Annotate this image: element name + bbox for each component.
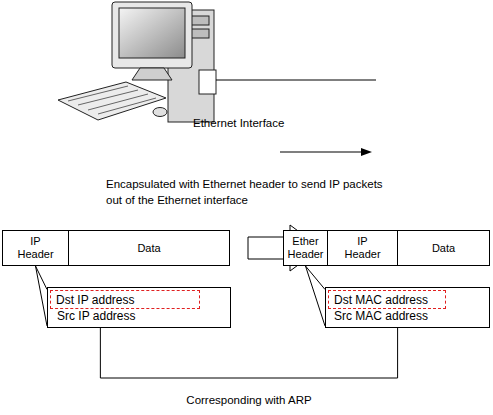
highlighted-address: Dst IP address — [50, 290, 200, 309]
callout-line — [306, 266, 326, 326]
key-row — [88, 94, 148, 110]
monitor-stand — [132, 68, 172, 80]
monitor-screen — [119, 8, 185, 58]
key-row — [98, 98, 156, 114]
callout-line — [36, 266, 48, 289]
node-text: Dst MAC address — [334, 292, 428, 308]
address-box: Src MAC addressDst MAC address — [325, 287, 490, 328]
keyboard — [58, 82, 166, 120]
node-text: Dst IP address — [56, 292, 134, 308]
direction-arrow-shaft — [280, 151, 362, 152]
ethernet-port — [199, 70, 216, 94]
monitor-bezel — [112, 2, 192, 68]
data-cell: Data — [68, 230, 230, 266]
data-cell: Data — [397, 230, 490, 266]
node-text: Src MAC address — [334, 308, 428, 324]
callout-line — [306, 266, 326, 289]
arp-connector — [100, 328, 397, 378]
header-cell: IP Header — [327, 230, 398, 266]
node-text: Ether Header — [287, 235, 323, 261]
header-cell: IP Header — [2, 230, 69, 266]
header-cell: Ether Header — [283, 230, 328, 266]
node-text: IP Header — [17, 235, 53, 261]
node-text: IP Header — [344, 235, 380, 261]
callout-line — [36, 266, 48, 326]
connector-label: Corresponding with ARP — [186, 392, 311, 408]
computer-illustration — [58, 2, 216, 122]
node-text: Data — [137, 242, 160, 255]
node-text: Src IP address — [57, 308, 135, 324]
key-row — [78, 90, 138, 105]
interface-label: Ethernet Interface — [193, 115, 284, 131]
mouse — [153, 108, 167, 117]
ethernet-cable — [216, 80, 376, 81]
address-box: Src IP addressDst IP address — [47, 287, 231, 328]
node-text: Data — [432, 242, 455, 255]
key-row — [68, 86, 128, 101]
highlighted-address: Dst MAC address — [328, 290, 446, 309]
direction-arrow-head — [361, 148, 372, 156]
note-text: Encapsulated with Ethernet header to sen… — [106, 176, 398, 208]
